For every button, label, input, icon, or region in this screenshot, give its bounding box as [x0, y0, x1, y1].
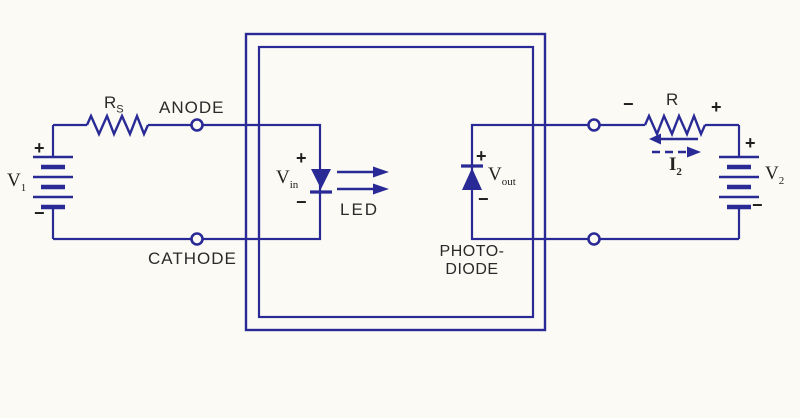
v1-minus-sign: −	[34, 203, 45, 223]
photodiode-name-label: PHOTO-DIODE	[439, 243, 505, 278]
anode-terminal	[190, 118, 204, 132]
vout-label: Vout	[488, 164, 516, 188]
v1-plus-sign: +	[34, 138, 45, 158]
output-terminal-top	[587, 118, 601, 132]
input-loop-wires	[51, 123, 259, 241]
photodiode-minus-sign: −	[478, 189, 489, 209]
cathode-label: CATHODE	[148, 249, 237, 268]
output-terminal-bottom	[587, 232, 601, 246]
photodiode-symbol	[461, 164, 483, 190]
r-resistor-label: R	[666, 90, 679, 109]
led-plus-sign: +	[296, 148, 307, 168]
v2-battery-symbol	[719, 155, 759, 210]
anode-label: ANODE	[159, 98, 225, 117]
v2-label: V2	[765, 163, 785, 187]
v1-label: V1	[7, 170, 27, 194]
led-symbol	[310, 169, 332, 194]
r-minus-sign: −	[623, 94, 634, 114]
v2-plus-sign: +	[745, 133, 756, 153]
v1-battery-symbol	[33, 155, 73, 210]
cathode-terminal	[190, 232, 204, 246]
rs-resistor-symbol	[85, 112, 150, 138]
light-emission-arrows	[337, 166, 389, 195]
v2-minus-sign: −	[752, 195, 763, 215]
current-direction-arrows	[649, 133, 701, 158]
led-name-label: LED	[340, 200, 380, 219]
led-minus-sign: −	[296, 192, 307, 212]
r-resistor-symbol	[643, 112, 707, 138]
output-loop-wires	[533, 123, 741, 241]
vin-label: Vin	[276, 167, 299, 191]
photodiode-plus-sign: +	[476, 146, 487, 166]
i2-current-label: I2	[669, 154, 682, 178]
r-plus-sign: +	[711, 97, 722, 117]
rs-resistor-label: RS	[104, 93, 124, 116]
